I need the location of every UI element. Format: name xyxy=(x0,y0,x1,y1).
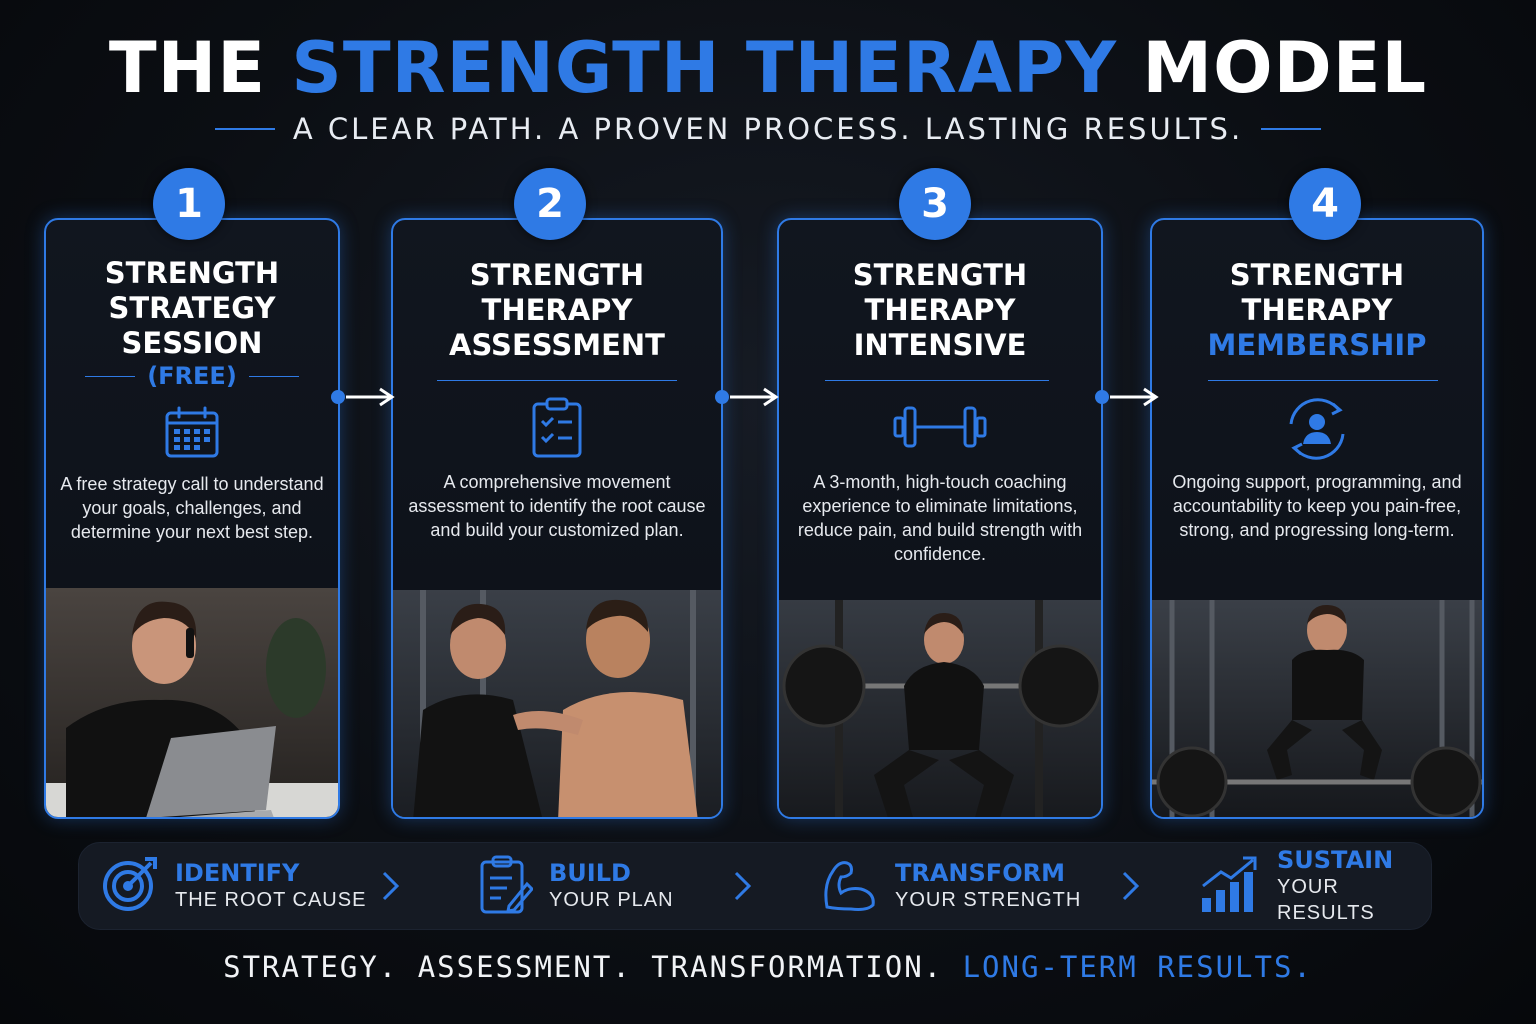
card-title-line: SESSION xyxy=(121,326,263,360)
arrow-connector-3-4 xyxy=(1094,386,1160,413)
arrow-connector-1-2 xyxy=(330,386,396,413)
step-subtitle: THE ROOT CAUSE xyxy=(175,889,367,911)
card-title-line: THERAPY xyxy=(864,293,1016,327)
card-title-line: THERAPY xyxy=(1241,293,1393,327)
card-divider xyxy=(825,380,1049,381)
chevron-right-icon xyxy=(379,869,403,908)
step-badge-3: 3 xyxy=(899,168,971,240)
tagline-highlight: LONG-TERM RESULTS. xyxy=(962,950,1313,984)
card-description: Ongoing support, programming, and accoun… xyxy=(1172,472,1462,540)
chevron-right-icon xyxy=(731,869,755,908)
dumbbell-icon xyxy=(892,404,988,455)
subtitle-text: A CLEAR PATH. A PROVEN PROCESS. LASTING … xyxy=(292,112,1244,146)
card-strategy-session[interactable]: STRENGTH STRATEGY SESSION (FREE) A free … xyxy=(44,218,340,819)
card-title-line: STRATEGY xyxy=(108,291,276,325)
title-highlight: STRENGTH THERAPY xyxy=(291,27,1118,109)
card-description: A free strategy call to understand your … xyxy=(60,474,324,542)
free-label: (FREE) xyxy=(147,362,237,390)
card-title-highlight: MEMBERSHIP xyxy=(1207,328,1427,362)
card-title-line: STRENGTH xyxy=(469,258,645,292)
target-icon xyxy=(101,855,159,918)
photo-coach-assessing-client xyxy=(393,590,721,817)
process-bar: IDENTIFY THE ROOT CAUSE BUILD YOUR PLAN xyxy=(78,842,1432,930)
step-title: TRANSFORM xyxy=(895,859,1065,887)
card-title-line: STRENGTH xyxy=(852,258,1028,292)
page-title: THE STRENGTH THERAPY MODEL xyxy=(0,28,1536,108)
card-description: A 3-month, high-touch coaching experienc… xyxy=(797,472,1083,564)
step-badge-2: 2 xyxy=(514,168,586,240)
card-title-line: INTENSIVE xyxy=(853,328,1027,362)
step-subtitle: YOUR RESULTS xyxy=(1277,876,1375,924)
arrow-connector-2-3 xyxy=(714,386,780,413)
subtitle-rule-right xyxy=(1261,128,1322,130)
card-title-line: THERAPY xyxy=(481,293,633,327)
flexed-arm-icon xyxy=(821,855,879,918)
step-title: SUSTAIN xyxy=(1277,846,1394,874)
step-badge-1: 1 xyxy=(153,168,225,240)
subtitle: A CLEAR PATH. A PROVEN PROCESS. LASTING … xyxy=(0,112,1536,146)
title-the: THE xyxy=(108,27,292,109)
card-membership[interactable]: STRENGTH THERAPY MEMBERSHIP Ongoing supp… xyxy=(1150,218,1484,819)
photo-client-deadlifting xyxy=(1152,600,1482,817)
step-badge-4: 4 xyxy=(1289,168,1361,240)
card-title: STRENGTH THERAPY INTENSIVE xyxy=(779,258,1101,363)
free-tag: (FREE) xyxy=(46,362,338,390)
step-identify: IDENTIFY THE ROOT CAUSE xyxy=(101,843,366,929)
tagline: STRATEGY. ASSESSMENT. TRANSFORMATION. LO… xyxy=(0,950,1536,984)
step-title: IDENTIFY xyxy=(175,859,300,887)
tagline-main: STRATEGY. ASSESSMENT. TRANSFORMATION. xyxy=(223,950,963,984)
step-build: BUILD YOUR PLAN xyxy=(479,843,674,929)
step-subtitle: YOUR STRENGTH xyxy=(895,889,1082,911)
clipboard-checklist-icon xyxy=(531,396,583,463)
card-divider xyxy=(437,380,677,381)
step-title: BUILD xyxy=(549,859,631,887)
photo-client-squatting xyxy=(779,600,1101,817)
card-title-line: STRENGTH xyxy=(1229,258,1405,292)
growth-chart-icon xyxy=(1199,854,1261,919)
card-divider xyxy=(1208,380,1438,381)
card-title: STRENGTH THERAPY MEMBERSHIP xyxy=(1152,258,1482,363)
chevron-right-icon xyxy=(1119,869,1143,908)
card-intensive[interactable]: STRENGTH THERAPY INTENSIVE A 3-month, hi… xyxy=(777,218,1103,819)
card-title: STRENGTH THERAPY ASSESSMENT xyxy=(393,258,721,363)
step-subtitle: YOUR PLAN xyxy=(549,889,674,911)
card-title-line: ASSESSMENT xyxy=(449,328,665,362)
clipboard-pencil-icon xyxy=(479,854,535,919)
title-model: MODEL xyxy=(1117,27,1428,109)
card-description: A comprehensive movement assessment to i… xyxy=(408,472,706,540)
step-sustain: SUSTAIN YOUR RESULTS xyxy=(1199,843,1431,929)
subtitle-rule-left xyxy=(214,128,275,130)
card-title-line: STRENGTH xyxy=(104,256,280,290)
calendar-icon xyxy=(164,406,220,463)
step-transform: TRANSFORM YOUR STRENGTH xyxy=(821,843,1081,929)
card-title: STRENGTH STRATEGY SESSION xyxy=(46,256,338,361)
person-cycle-icon xyxy=(1281,394,1353,469)
card-assessment[interactable]: STRENGTH THERAPY ASSESSMENT A comprehens… xyxy=(391,218,723,819)
photo-coach-on-phone xyxy=(46,588,338,817)
